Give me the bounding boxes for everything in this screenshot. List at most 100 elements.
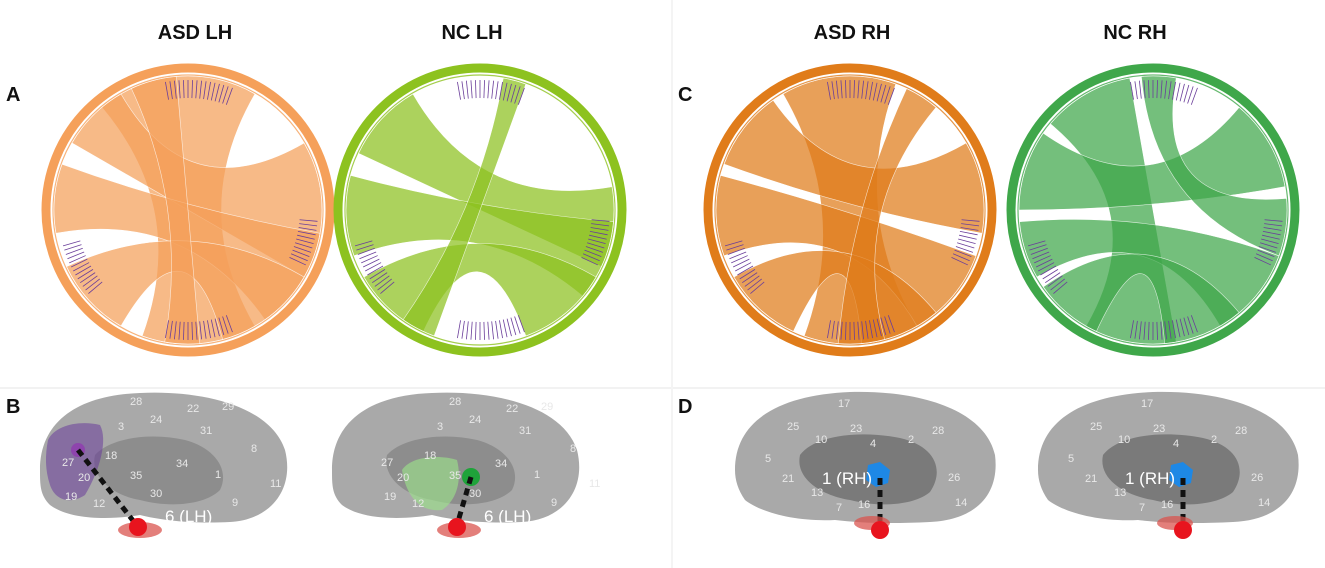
chord-tick <box>872 319 878 338</box>
chord-tick <box>589 230 608 236</box>
chord-tick <box>1143 321 1146 340</box>
chord-ribbon <box>1042 253 1240 344</box>
seed-dot <box>448 518 466 536</box>
chord-inner-ring <box>52 74 324 346</box>
chord-tick <box>840 80 843 99</box>
chord-tick <box>737 265 754 276</box>
chord-tick <box>884 86 891 104</box>
chord-tick <box>487 80 490 99</box>
region-label: 28 <box>130 396 142 408</box>
chord-tick <box>75 265 92 276</box>
chord-tick <box>495 320 499 339</box>
region-label: 7 <box>1139 502 1145 514</box>
region-label: 31 <box>519 425 531 437</box>
chord-tick <box>959 234 977 240</box>
chord-tick <box>374 275 390 287</box>
region-label: 29 <box>222 401 234 413</box>
chord-tick <box>369 269 386 280</box>
chord-ring <box>41 63 335 357</box>
connection-line <box>454 476 474 526</box>
chord-tick <box>1042 269 1059 280</box>
chord-tick <box>853 321 855 340</box>
chord-tick <box>845 80 847 99</box>
chord-tick <box>354 240 373 247</box>
chord-asd_rh <box>703 63 997 357</box>
region-label: 11 <box>270 478 281 490</box>
chord-tick <box>225 315 233 333</box>
chord-tick <box>82 275 98 287</box>
chord-tick <box>495 81 499 100</box>
chord-tick <box>1164 80 1167 99</box>
chord-tick <box>869 320 873 339</box>
region-label: 23 <box>850 423 862 435</box>
chord-tick <box>742 272 758 284</box>
chord-tick <box>457 81 461 100</box>
chord-tick <box>589 234 607 240</box>
region-label: 5 <box>765 453 771 465</box>
chord-tick <box>836 80 839 99</box>
chord-tick <box>1261 238 1279 245</box>
region-label: 3 <box>118 421 124 433</box>
chord-tick <box>1130 81 1134 100</box>
chord-tick <box>724 240 743 247</box>
region-label: 27 <box>381 457 393 469</box>
chord-tick <box>857 80 860 99</box>
chord-tick <box>475 80 477 99</box>
chord-tick <box>588 238 606 245</box>
chord-ring <box>333 63 627 357</box>
region-label: 5 <box>1068 453 1074 465</box>
chord-tick <box>222 316 229 334</box>
roi-region-blue <box>866 462 890 487</box>
chord-tick <box>853 80 855 99</box>
chord-tick <box>1262 234 1280 240</box>
chord-tick <box>73 262 90 272</box>
region-label: 14 <box>955 497 967 509</box>
chord-tick <box>865 320 869 339</box>
chord-tick <box>289 256 306 266</box>
chord-tick <box>959 230 978 236</box>
region-label: 16 <box>1161 499 1173 511</box>
region-label: 31 <box>200 425 212 437</box>
chord-tick <box>510 317 517 336</box>
chord-tick <box>1050 278 1065 291</box>
chord-tick <box>207 320 211 339</box>
chord-tick <box>506 83 512 102</box>
chord-tick <box>293 246 312 253</box>
chord-tick <box>1134 81 1138 100</box>
chord-tick <box>861 321 864 340</box>
chord-tick <box>372 272 388 284</box>
chord-tick <box>297 234 315 240</box>
chord-tick <box>88 281 103 294</box>
region-label: 11 <box>589 478 600 490</box>
chord-tick <box>377 278 392 291</box>
chord-tick <box>1187 316 1194 334</box>
chord-tick <box>1130 320 1134 339</box>
region-label: 18 <box>105 450 117 462</box>
chord-tick <box>960 227 979 231</box>
chord-tick <box>739 269 756 280</box>
chord-tick <box>65 247 83 255</box>
region-label: 21 <box>782 473 794 485</box>
region-label: 17 <box>1141 398 1153 410</box>
chord-tick <box>857 321 860 340</box>
chord-tick <box>80 272 96 284</box>
chord-ribbon <box>837 88 937 345</box>
region-label: 24 <box>469 414 481 426</box>
chord-tick <box>70 258 88 268</box>
region-label: 26 <box>1251 472 1263 484</box>
chord-tick <box>461 81 465 100</box>
connection-line <box>76 448 140 529</box>
region-label: 17 <box>838 398 850 410</box>
region-label: 30 <box>150 488 162 500</box>
chord-tick <box>225 87 233 105</box>
chord-tick <box>191 80 193 99</box>
region-label: 14 <box>1258 497 1270 509</box>
chord-tick <box>872 82 878 101</box>
chord-tick <box>735 262 752 272</box>
chord-tick <box>1258 246 1277 253</box>
chord-tick <box>1175 319 1181 338</box>
